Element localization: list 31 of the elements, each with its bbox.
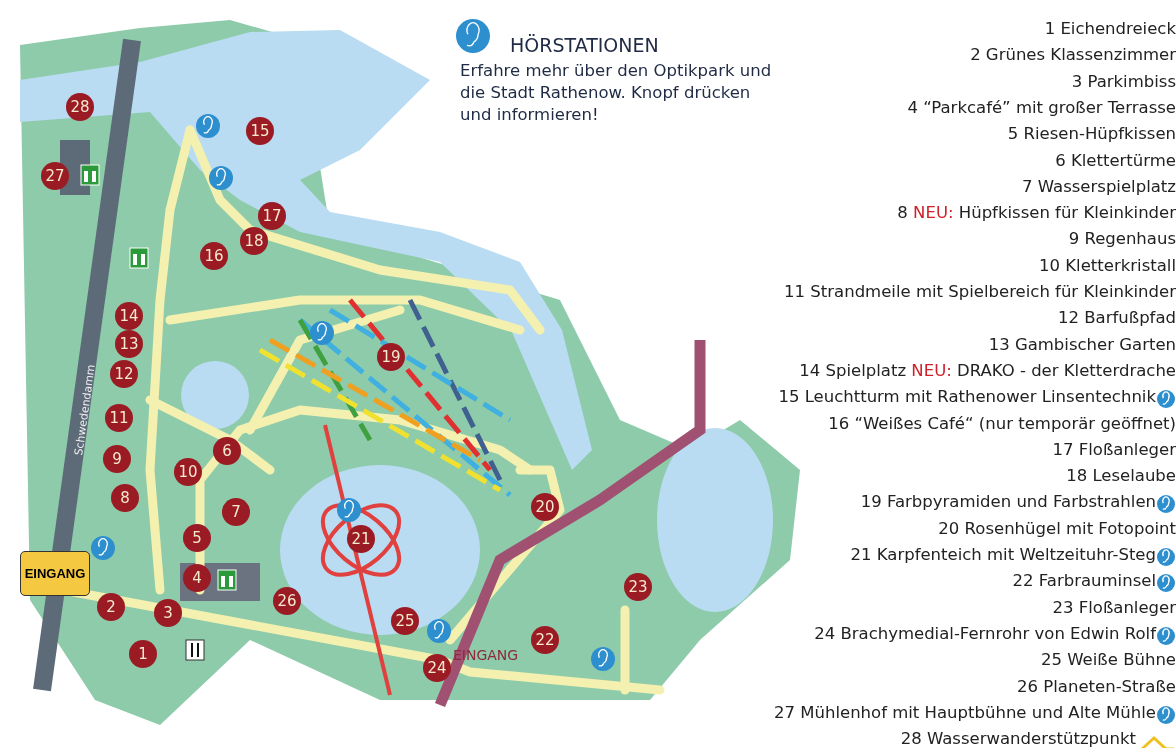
legend-entry: 1 Eichendreieck (1044, 19, 1176, 38)
legend-entry: 10 Kletterkristall (1039, 255, 1176, 275)
legend-entry: 27 Mühlenhof mit Hauptbühne und Alte Mühle (774, 702, 1156, 722)
legend-entry: 16 “Weißes Café“ (nur temporär geöffnet) (828, 413, 1176, 433)
legend-entry: 22 Farbrauminsel (1012, 571, 1156, 591)
legend-entry: 23 Floßanleger (1052, 597, 1176, 617)
entrance-sign: EINGANG (20, 551, 90, 596)
legend-entry: 3 Parkimbiss (1071, 71, 1176, 91)
legend-entry: 24 Brachymedial-Fernrohr von Edwin Rolf (814, 623, 1156, 643)
legend-entry: 21 Karpfenteich mit Weltzeituhr-Steg (850, 545, 1156, 564)
legend-entry: 11 Strandmeile mit Spielbereich für Kleinkinder (784, 282, 1176, 301)
legend-entry: 4 “Parkcafé” mit großer Terrasse (907, 97, 1176, 117)
legend-entry: 14 Spielplatz NEU: DRAKO - der Kletterdrache (799, 360, 1176, 380)
legend-entry: 26 Planeten-Straße (1017, 676, 1176, 696)
legend-entry: 9 Regenhaus (1068, 229, 1176, 249)
legend-entry: 20 Rosenhügel mit Fotopoint (938, 518, 1176, 538)
legend-entry: 25 Weiße Bühne (1041, 650, 1176, 670)
legend-entry: 15 Leuchtturm mit Rathenower Linsentechnik (778, 387, 1156, 407)
info-text: Erfahre mehr über den Optikpark und die Stadt Rathenow. Knopf drücken und informieren! (460, 60, 773, 126)
legend-entry: 12 Barfußpfad (1058, 308, 1176, 328)
legend-entry: 2 Grünes Klassenzimmer (970, 45, 1176, 65)
heading: HÖRSTATIONEN (510, 34, 659, 56)
legend-entry: 8 NEU: Hüpfkissen für Kleinkinder (897, 203, 1176, 223)
legend-entry: 17 Floßanleger (1052, 439, 1176, 459)
legend-entry: 13 Gambischer Garten (988, 334, 1176, 354)
legend-entry: 6 Klettertürme (1055, 150, 1176, 170)
legend-entry: 5 Riesen-Hüpfkissen (1007, 124, 1176, 144)
legend-entry: 18 Leselaube (1066, 466, 1176, 486)
legend-entry: 7 Wasserspielplatz (1022, 176, 1176, 196)
legend-entry: 28 Wasserwanderstützpunkt (900, 729, 1136, 748)
legend-entry: 19 Farbpyramiden und Farbstrahlen (860, 492, 1156, 512)
